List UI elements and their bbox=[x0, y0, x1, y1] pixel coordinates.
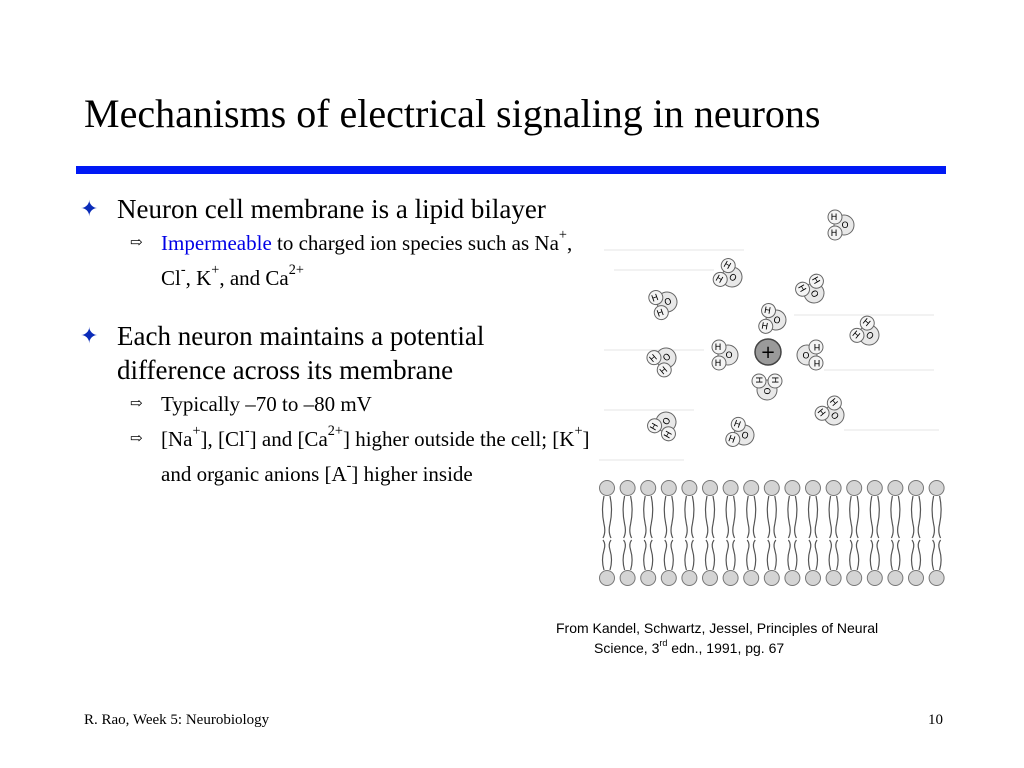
lipid bbox=[928, 480, 945, 586]
footer-course: R. Rao, Week 5: Neurobiology bbox=[84, 712, 270, 728]
water-molecule: OHH bbox=[795, 273, 825, 304]
lipid bbox=[681, 480, 698, 586]
svg-text:O: O bbox=[841, 221, 848, 231]
bullet-list: ✦ Neuron cell membrane is a lipid bilaye… bbox=[80, 192, 590, 492]
water-molecule: OHH bbox=[725, 416, 755, 447]
four-point-star-icon: ✦ bbox=[80, 196, 99, 221]
svg-text:O: O bbox=[802, 349, 809, 359]
svg-text:H: H bbox=[650, 293, 660, 305]
lipid bbox=[722, 480, 739, 586]
svg-text:H: H bbox=[763, 306, 771, 317]
svg-text:H: H bbox=[795, 283, 807, 294]
water-molecule: OHH bbox=[827, 209, 855, 241]
svg-text:H: H bbox=[727, 434, 737, 446]
svg-text:H: H bbox=[814, 341, 821, 351]
svg-text:H: H bbox=[827, 397, 839, 409]
water-molecule: OHH bbox=[648, 290, 678, 321]
sub-bullet-text: Typically –70 to –80 mV bbox=[161, 392, 372, 416]
svg-text:O: O bbox=[740, 430, 750, 442]
lipid bbox=[887, 480, 904, 586]
sub-bullet-item: ⇨ Impermeable to charged ion species suc… bbox=[130, 227, 573, 290]
svg-text:H: H bbox=[648, 353, 660, 365]
figure-caption: From Kandel, Schwartz, Jessel, Principle… bbox=[556, 620, 879, 656]
water-molecule: OHH bbox=[849, 315, 880, 346]
lipid bbox=[825, 480, 842, 586]
svg-text:H: H bbox=[809, 275, 821, 286]
water-molecule: OHH bbox=[711, 339, 739, 371]
svg-text:O: O bbox=[772, 316, 781, 327]
title-underline bbox=[76, 166, 946, 174]
bullet-text: Neuron cell membrane is a lipid bilayer bbox=[117, 194, 546, 224]
lipid bbox=[866, 480, 883, 586]
svg-text:H: H bbox=[753, 377, 763, 384]
svg-text:O: O bbox=[663, 297, 673, 309]
lipid bbox=[702, 480, 718, 586]
lipid bbox=[619, 480, 636, 586]
svg-text:O: O bbox=[661, 352, 673, 364]
svg-text:O: O bbox=[661, 416, 673, 427]
svg-text:H: H bbox=[721, 260, 732, 272]
water-molecule: OHH bbox=[751, 373, 783, 401]
svg-text:H: H bbox=[860, 317, 872, 329]
svg-text:O: O bbox=[863, 330, 875, 342]
svg-text:H: H bbox=[715, 359, 722, 369]
water-molecule: OHH bbox=[646, 347, 677, 378]
water-molecule: OHH bbox=[796, 339, 824, 371]
svg-text:H: H bbox=[715, 343, 722, 353]
water-molecule: OHH bbox=[712, 258, 743, 288]
svg-text:H: H bbox=[831, 213, 838, 223]
svg-text:H: H bbox=[713, 274, 724, 286]
impermeable-highlight: Impermeable bbox=[161, 231, 272, 255]
lipid bbox=[763, 480, 780, 586]
slide-title: Mechanisms of electrical signaling in ne… bbox=[84, 91, 821, 136]
svg-text:H: H bbox=[850, 329, 862, 341]
svg-text:O: O bbox=[761, 387, 771, 394]
svg-text:O: O bbox=[725, 351, 732, 361]
central-cation: + bbox=[754, 338, 782, 366]
lipid bbox=[846, 480, 863, 586]
svg-text:H: H bbox=[769, 377, 779, 384]
svg-text:H: H bbox=[732, 419, 742, 431]
svg-text:O: O bbox=[727, 272, 738, 284]
four-point-star-icon: ✦ bbox=[80, 323, 99, 348]
sub-bullet-item: ⇨ Typically –70 to –80 mV bbox=[80, 387, 590, 422]
svg-text:H: H bbox=[815, 407, 827, 419]
lipid bbox=[908, 480, 924, 586]
slide-number: 10 bbox=[928, 712, 943, 728]
bullet-text: Each neuron maintains a potential differ… bbox=[117, 321, 485, 385]
svg-text:H: H bbox=[658, 365, 670, 377]
lipid bbox=[784, 480, 801, 586]
svg-text:H: H bbox=[649, 422, 661, 433]
hollow-arrow-icon: ⇨ bbox=[130, 396, 143, 412]
plus-sign: + bbox=[760, 342, 775, 363]
svg-text:O: O bbox=[808, 289, 820, 300]
bullet-item: ✦ Neuron cell membrane is a lipid bilaye… bbox=[80, 192, 590, 226]
svg-text:H: H bbox=[814, 357, 821, 367]
water-molecule: OHH bbox=[758, 303, 787, 334]
svg-text:H: H bbox=[760, 322, 768, 333]
svg-text:H: H bbox=[663, 430, 675, 441]
sub-bullet-item: ⇨ [Na+], [Cl-] and [Ca2+] higher outside… bbox=[130, 423, 590, 486]
lipid bbox=[805, 480, 821, 586]
water-molecule: OHH bbox=[814, 395, 845, 426]
lipid bbox=[599, 480, 615, 586]
svg-text:H: H bbox=[831, 229, 838, 239]
hollow-arrow-icon: ⇨ bbox=[130, 235, 143, 251]
bullet-item: ✦ Each neuron maintains a potential diff… bbox=[80, 319, 590, 387]
svg-text:H: H bbox=[656, 308, 666, 320]
lipid bbox=[640, 480, 657, 586]
lipid-bilayer bbox=[599, 480, 945, 586]
lipid bbox=[743, 480, 760, 586]
hollow-arrow-icon: ⇨ bbox=[130, 431, 143, 447]
svg-text:O: O bbox=[828, 410, 840, 422]
water-molecule: OHH bbox=[647, 411, 677, 442]
lipid bbox=[660, 480, 677, 586]
